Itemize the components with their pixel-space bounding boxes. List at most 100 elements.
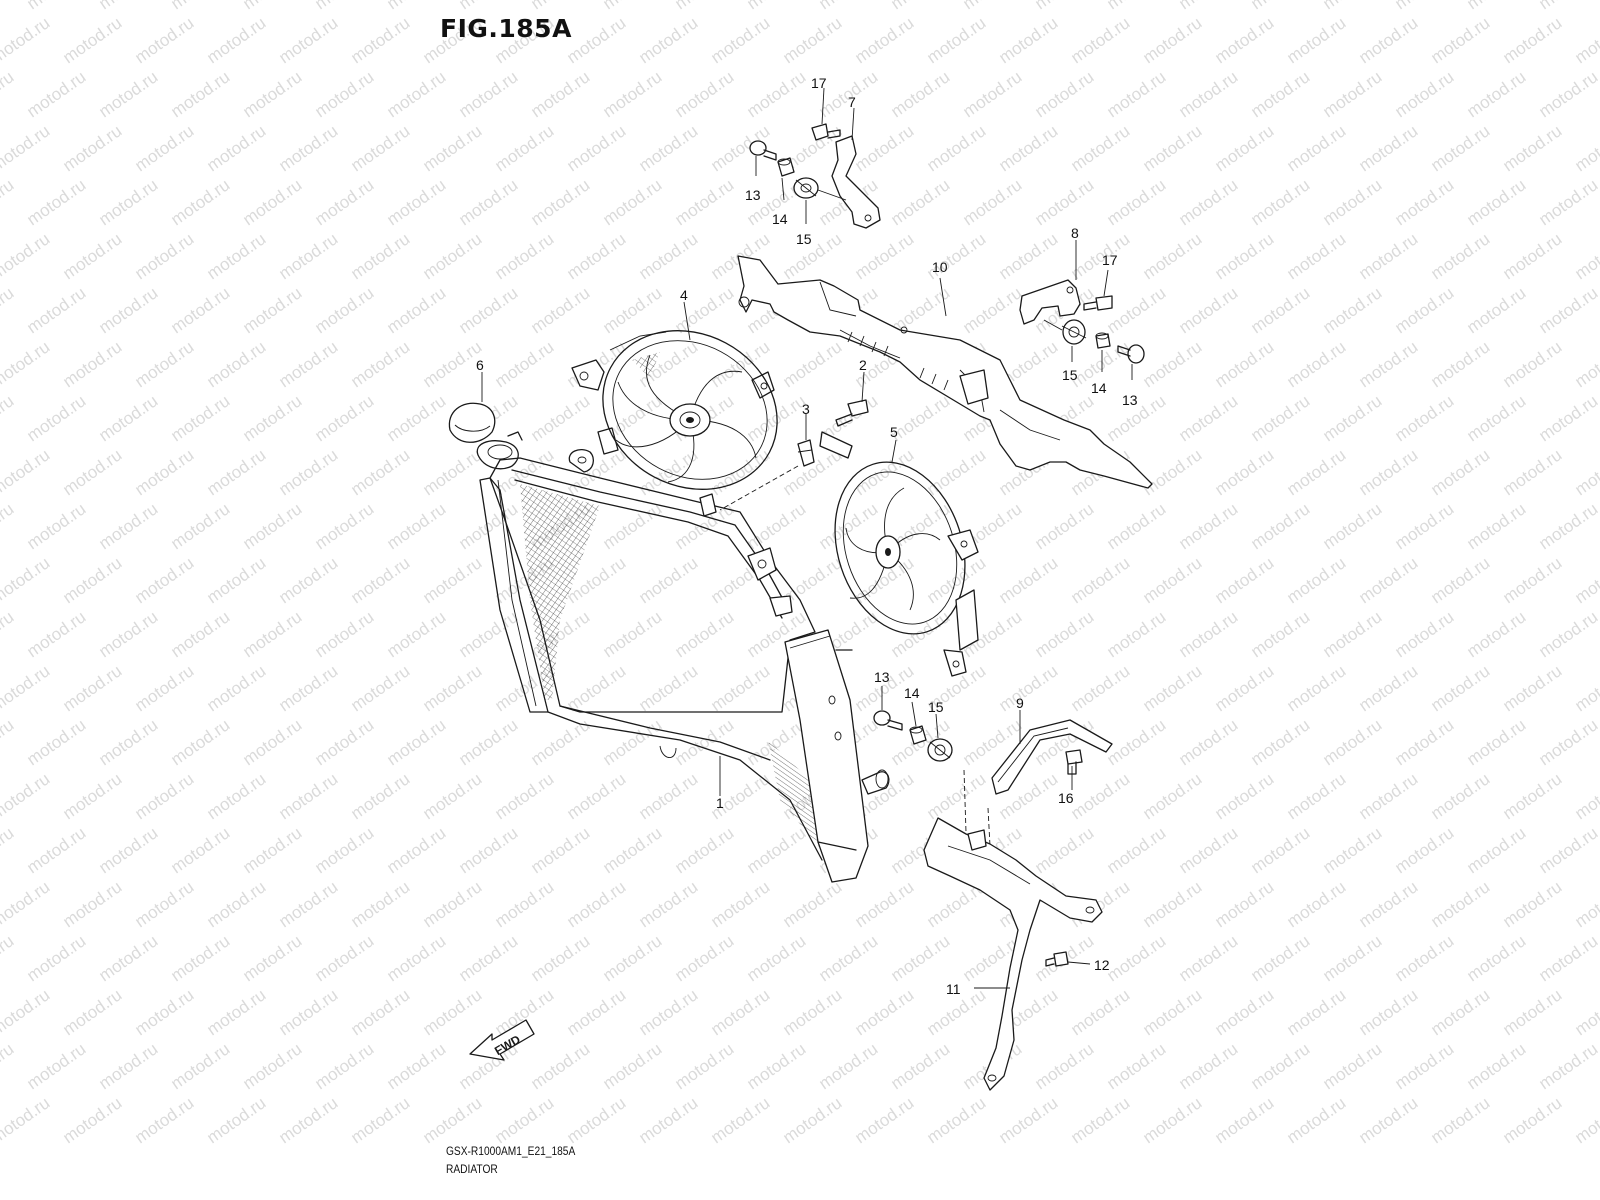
assembly-line-7 bbox=[817, 189, 847, 201]
watermark-text: motod.ru bbox=[1031, 0, 1097, 13]
watermark-text: motod.ru bbox=[23, 175, 89, 229]
watermark-text: motod.ru bbox=[455, 499, 521, 553]
watermark-text: motod.ru bbox=[491, 121, 557, 175]
watermark-text: motod.ru bbox=[743, 0, 809, 13]
watermark-text: motod.ru bbox=[275, 1093, 341, 1147]
watermark-text: motod.ru bbox=[1103, 607, 1169, 661]
watermark-text: motod.ru bbox=[1535, 1039, 1600, 1093]
watermark-text: motod.ru bbox=[59, 661, 125, 715]
watermark-text: motod.ru bbox=[887, 67, 953, 121]
watermark-text: motod.ru bbox=[743, 931, 809, 985]
watermark-text: motod.ru bbox=[995, 553, 1061, 607]
watermark-text: motod.ru bbox=[95, 283, 161, 337]
section-name: RADIATOR bbox=[446, 1162, 498, 1176]
watermark-text: motod.ru bbox=[1319, 1039, 1385, 1093]
collar-14b bbox=[1095, 332, 1111, 349]
watermark-text: motod.ru bbox=[1427, 13, 1493, 67]
watermark-text: motod.ru bbox=[167, 391, 233, 445]
watermark-text: motod.ru bbox=[851, 229, 917, 283]
watermark-text: motod.ru bbox=[95, 67, 161, 121]
watermark-text: motod.ru bbox=[1139, 1093, 1205, 1147]
watermark-text: motod.ru bbox=[1103, 931, 1169, 985]
watermark-text: motod.ru bbox=[419, 1093, 485, 1147]
watermark-text: motod.ru bbox=[635, 13, 701, 67]
watermark-text: motod.ru bbox=[1571, 337, 1600, 391]
watermark-text: motod.ru bbox=[1247, 715, 1313, 769]
watermark-text: motod.ru bbox=[1355, 229, 1421, 283]
watermark-text: motod.ru bbox=[1283, 229, 1349, 283]
watermark-text: motod.ru bbox=[1319, 499, 1385, 553]
watermark-text: motod.ru bbox=[1139, 553, 1205, 607]
diagram-code: GSX-R1000AM1_E21_185A bbox=[446, 1144, 576, 1158]
watermark-text: motod.ru bbox=[599, 607, 665, 661]
callout-7: 7 bbox=[848, 94, 856, 110]
watermark-text: motod.ru bbox=[0, 391, 17, 445]
watermark-text: motod.ru bbox=[203, 553, 269, 607]
watermark-text: motod.ru bbox=[1283, 337, 1349, 391]
watermark-text: motod.ru bbox=[1175, 175, 1241, 229]
watermark-text: motod.ru bbox=[563, 985, 629, 1039]
figure-title: FIG.185A bbox=[440, 14, 572, 43]
watermark-text: motod.ru bbox=[599, 823, 665, 877]
watermark-text: motod.ru bbox=[959, 175, 1025, 229]
watermark-text: motod.ru bbox=[455, 67, 521, 121]
watermark-text: motod.ru bbox=[527, 931, 593, 985]
watermark-text: motod.ru bbox=[1031, 67, 1097, 121]
watermark-text: motod.ru bbox=[1535, 823, 1600, 877]
watermark-text: motod.ru bbox=[1247, 1039, 1313, 1093]
watermark-text: motod.ru bbox=[311, 283, 377, 337]
callout-10: 10 bbox=[932, 259, 948, 275]
watermark-text: motod.ru bbox=[995, 121, 1061, 175]
watermark-text: motod.ru bbox=[275, 337, 341, 391]
watermark-text: motod.ru bbox=[1247, 67, 1313, 121]
watermark-text: motod.ru bbox=[1391, 0, 1457, 13]
watermark-text: motod.ru bbox=[0, 337, 53, 391]
watermark-text: motod.ru bbox=[59, 229, 125, 283]
watermark-text: motod.ru bbox=[1283, 445, 1349, 499]
watermark-text: motod.ru bbox=[455, 0, 521, 13]
watermark-text: motod.ru bbox=[311, 391, 377, 445]
watermark-text: motod.ru bbox=[1463, 175, 1529, 229]
watermark-text: motod.ru bbox=[383, 1039, 449, 1093]
watermark-text: motod.ru bbox=[275, 877, 341, 931]
watermark-text: motod.ru bbox=[311, 175, 377, 229]
assembly-line-15c bbox=[963, 769, 967, 833]
watermark-text: motod.ru bbox=[1283, 13, 1349, 67]
watermark-text: motod.ru bbox=[1463, 823, 1529, 877]
watermark-text: motod.ru bbox=[563, 769, 629, 823]
watermark-text: motod.ru bbox=[167, 715, 233, 769]
watermark-text: motod.ru bbox=[1355, 553, 1421, 607]
watermark-text: motod.ru bbox=[1031, 607, 1097, 661]
watermark-text: motod.ru bbox=[491, 877, 557, 931]
watermark-text: motod.ru bbox=[1499, 121, 1565, 175]
watermark-text: motod.ru bbox=[527, 391, 593, 445]
watermark-text: motod.ru bbox=[239, 175, 305, 229]
watermark-text: motod.ru bbox=[527, 0, 593, 13]
watermark-text: motod.ru bbox=[1355, 769, 1421, 823]
watermark-text: motod.ru bbox=[167, 607, 233, 661]
clip-3 bbox=[797, 439, 815, 467]
collar-14a bbox=[777, 157, 795, 177]
grommet-15c bbox=[927, 738, 953, 762]
watermark-text: motod.ru bbox=[131, 769, 197, 823]
watermark-text: motod.ru bbox=[743, 1039, 809, 1093]
watermark-text: motod.ru bbox=[1391, 607, 1457, 661]
watermark-text: motod.ru bbox=[1139, 121, 1205, 175]
watermark-text: motod.ru bbox=[815, 499, 881, 553]
watermark-text: motod.ru bbox=[1355, 877, 1421, 931]
watermark-text: motod.ru bbox=[131, 229, 197, 283]
assembly-line-9 bbox=[987, 807, 991, 847]
watermark-text: motod.ru bbox=[23, 715, 89, 769]
watermark-text: motod.ru bbox=[1571, 769, 1600, 823]
watermark-text: motod.ru bbox=[0, 985, 53, 1039]
watermark-text: motod.ru bbox=[1463, 1039, 1529, 1093]
watermark-text: motod.ru bbox=[0, 823, 17, 877]
watermark-text: motod.ru bbox=[203, 985, 269, 1039]
watermark-text: motod.ru bbox=[1067, 553, 1133, 607]
watermark-text: motod.ru bbox=[779, 229, 845, 283]
watermark-text: motod.ru bbox=[1319, 715, 1385, 769]
watermark-text: motod.ru bbox=[203, 877, 269, 931]
watermark-text: motod.ru bbox=[455, 175, 521, 229]
watermark-text: motod.ru bbox=[59, 337, 125, 391]
watermark-text: motod.ru bbox=[1283, 1093, 1349, 1147]
